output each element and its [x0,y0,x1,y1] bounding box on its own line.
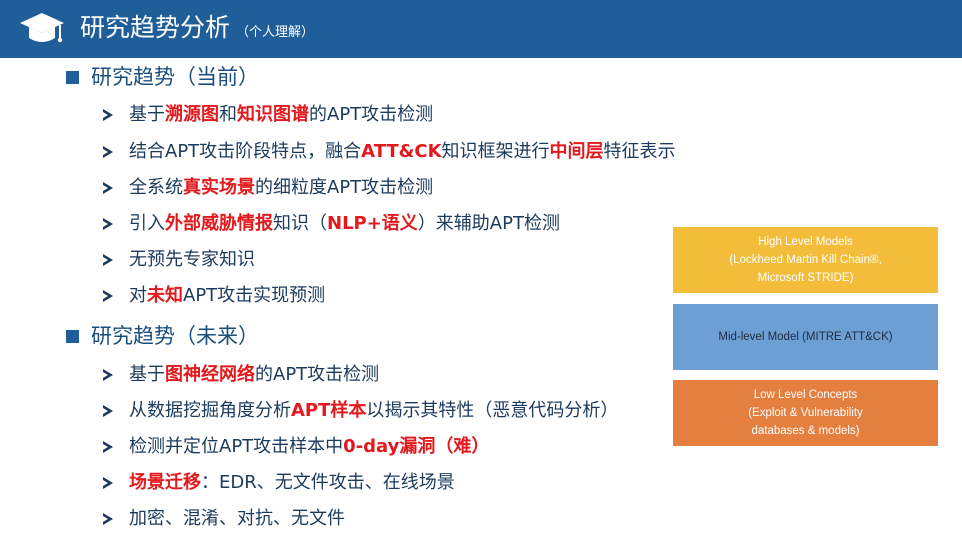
arrow-bullet-icon [103,146,113,158]
list-item: 场景迁移：EDR、无文件攻击、在线场景 [103,471,455,495]
item-highlight: ATT&CK [361,141,442,162]
slide-title: 研究趋势分析 （个人理解） [80,13,314,48]
graduation-cap-icon [20,13,64,43]
item-text: 和 [219,104,237,125]
item-text: 基于 [129,364,165,385]
arrow-bullet-icon [103,513,113,525]
item-text: 以揭示其特性（恶意代码分析） [366,400,619,421]
item-highlight: 知识图谱 [237,104,309,125]
item-text: 从数据挖掘角度分析 [129,400,291,421]
arrow-bullet-icon [103,405,113,417]
title-subtitle: （个人理解） [236,25,315,40]
box-line: (Lockheed Martin Kill Chain®, [729,254,882,266]
arrow-bullet-icon [103,109,113,121]
item-text: 特征表示 [603,141,676,162]
item-text: ）来辅助APT检测 [417,213,560,234]
item-text: ：EDR、无文件攻击、在线场景 [201,472,455,493]
item-highlight: NLP+语义 [327,213,418,234]
item-text: 结合APT攻击阶段特点，融合 [129,141,362,162]
square-bullet-icon [66,70,79,84]
item-highlight: 溯源图 [165,104,219,125]
box-line: (Exploit & Vulnerability [748,407,863,419]
arrow-bullet-icon [103,441,113,453]
list-item: 全系统真实场景的细粒度APT攻击检测 [103,176,433,200]
square-bullet-icon [66,329,79,343]
item-highlight: 真实场景 [183,177,255,198]
low-level-concepts-box: Low Level Concepts (Exploit & Vulnerabil… [673,380,938,446]
item-text: 检测并定位APT攻击样本中 [129,436,344,457]
list-item: 无预先专家知识 [103,248,255,272]
list-item: 基于图神经网络的APT攻击检测 [103,363,379,387]
section-heading-future: 研究趋势（未来） [66,323,259,349]
item-text: 的APT攻击检测 [309,104,434,125]
box-line: databases & models) [751,425,860,437]
list-item: 加密、混淆、对抗、无文件 [103,507,345,531]
item-highlight: 未知 [147,285,183,306]
item-highlight: APT样本 [291,400,367,421]
item-highlight: 场景迁移 [129,472,201,493]
arrow-bullet-icon [103,290,113,302]
arrow-bullet-icon [103,477,113,489]
high-level-models-box: High Level Models (Lockheed Martin Kill … [673,227,938,293]
arrow-bullet-icon [103,254,113,266]
arrow-bullet-icon [103,369,113,381]
item-text: 全系统 [129,177,183,198]
box-line: Low Level Concepts [753,389,858,401]
item-text: 的细粒度APT攻击检测 [255,177,434,198]
slide-header: 研究趋势分析 （个人理解） [0,0,962,58]
box-line: Microsoft STRIDE) [757,272,854,284]
box-line: High Level Models [758,236,853,248]
item-text: 的APT攻击检测 [255,364,380,385]
item-highlight: 中间层 [549,141,604,162]
arrow-bullet-icon [103,218,113,230]
item-highlight: 图神经网络 [165,364,255,385]
box-line: Mid-level Model (MITRE ATT&CK) [718,331,893,343]
arrow-bullet-icon [103,182,113,194]
section-heading-current: 研究趋势（当前） [66,64,259,90]
item-text: 对 [129,285,147,306]
item-text: 无预先专家知识 [129,249,255,270]
item-text: 加密、混淆、对抗、无文件 [129,508,345,529]
mid-level-model-box: Mid-level Model (MITRE ATT&CK) [673,304,938,370]
title-text: 研究趋势分析 [80,13,231,42]
item-text: 知识框架进行 [441,141,550,162]
item-text: 知识（ [273,213,327,234]
item-text: 引入 [129,213,165,234]
item-highlight: 外部威胁情报 [165,213,273,234]
item-highlight: 0-day漏洞（难） [343,436,490,457]
section-label-current: 研究趋势（当前） [91,65,259,89]
item-text: APT攻击实现预测 [183,285,326,306]
list-item: 引入外部威胁情报知识（NLP+语义）来辅助APT检测 [103,212,560,236]
list-item: 基于溯源图和知识图谱的APT攻击检测 [103,103,433,127]
section-label-future: 研究趋势（未来） [91,324,259,348]
item-text: 基于 [129,104,165,125]
